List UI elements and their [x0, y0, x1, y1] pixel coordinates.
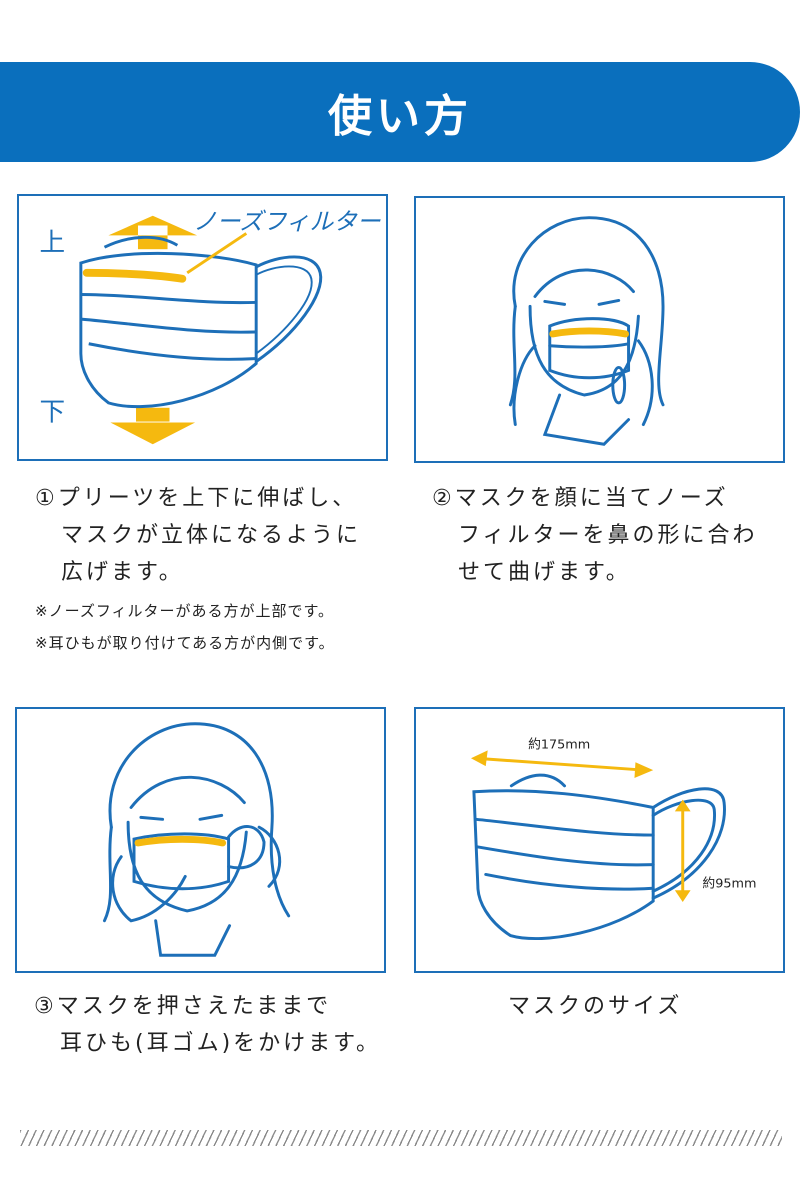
- label-nose-filter: ノーズフィルター: [193, 207, 381, 235]
- step1-illustration: 上 下 ノーズフィルター: [17, 194, 388, 461]
- note-ear-loop: ※耳ひもが取り付けてある方が内側です。: [35, 634, 335, 652]
- label-up: 上: [39, 228, 65, 258]
- step1-line3: 広げます。: [61, 560, 184, 585]
- mask-size-illustration: 約175mm 約95mm: [414, 707, 785, 973]
- step2-line3: せて曲げます。: [458, 560, 631, 585]
- label-down: 下: [39, 398, 65, 428]
- nose-filter-mark: [134, 835, 227, 847]
- mask-size-caption: マスクのサイズ: [508, 994, 683, 1019]
- step3-line2: 耳ひも(耳ゴム)をかけます。: [60, 1031, 381, 1056]
- mask-size-diagram: 約175mm 約95mm: [470, 737, 756, 941]
- hatched-divider: [20, 1130, 782, 1146]
- header-banner: [0, 62, 800, 162]
- step3-illustration: [15, 707, 386, 973]
- step2-illustration: [414, 196, 785, 463]
- width-arrow-left-icon: [470, 750, 488, 767]
- step2-line1: ②マスクを顔に当てノーズ: [432, 486, 729, 511]
- nose-filter-mark: [549, 327, 630, 338]
- step1-text: ①プリーツを上下に伸ばし、 マスクが立体になるように 広げます。: [35, 480, 361, 591]
- mask-stretch-illustration: 上 下 ノーズフィルター: [39, 207, 381, 445]
- height-label: 約95mm: [702, 876, 756, 891]
- nose-filter-mark: [82, 268, 187, 283]
- step3-text: ③マスクを押さえたままで 耳ひも(耳ゴム)をかけます。: [34, 988, 381, 1062]
- step3-line1: ③マスクを押さえたままで: [34, 994, 332, 1019]
- up-arrow-icon: [108, 215, 198, 236]
- note-nose-filter: ※ノーズフィルターがある方が上部です。: [35, 602, 335, 620]
- down-arrow-icon: [110, 422, 196, 445]
- woman-fitting-mask-illustration: [508, 216, 665, 446]
- step2-text: ②マスクを顔に当てノーズ フィルターを鼻の形に合わ せて曲げます。: [432, 480, 758, 591]
- height-arrow-up-icon: [674, 799, 691, 812]
- step1-line1: ①プリーツを上下に伸ばし、: [35, 486, 358, 511]
- woman-ear-loop-illustration: [102, 722, 291, 957]
- width-arrow-right-icon: [634, 762, 654, 778]
- height-arrow-down-icon: [674, 890, 691, 903]
- step2-line2: フィルターを鼻の形に合わ: [458, 523, 758, 548]
- page-title: 使い方: [328, 91, 472, 142]
- width-label: 約175mm: [528, 737, 590, 752]
- step1-line2: マスクが立体になるように: [61, 523, 362, 548]
